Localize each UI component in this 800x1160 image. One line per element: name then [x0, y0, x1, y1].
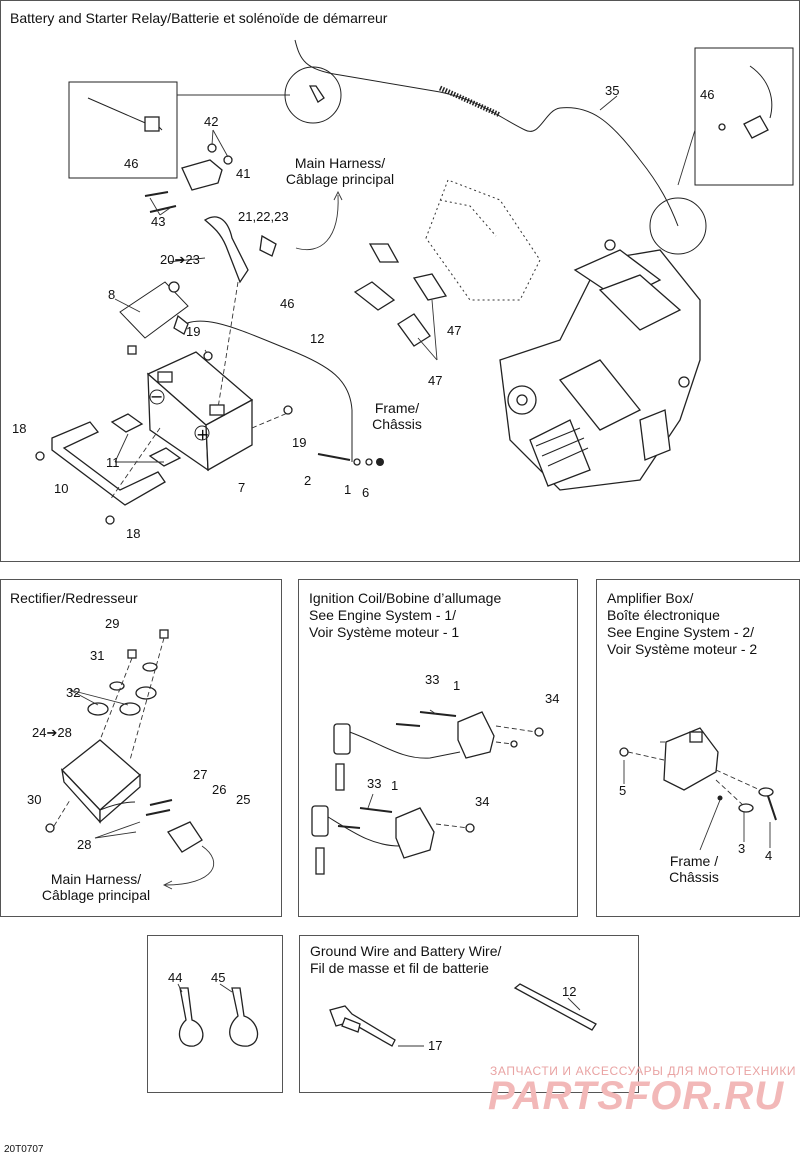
spark-plug-cap-upper	[343, 729, 461, 759]
frame-label-battery: Frame/ Châssis	[372, 400, 422, 432]
svg-text:−: −	[150, 387, 163, 406]
callout-2: 2	[304, 473, 312, 488]
ignition-panel-title: Ignition Coil/Bobine d’allumage See Engi…	[309, 590, 502, 640]
callout-25: 25	[236, 792, 251, 807]
spark-plug-cap-lower	[319, 811, 401, 847]
rectifier-panel: Rectifier/Redresseur	[0, 579, 282, 917]
connector-25	[167, 821, 203, 853]
callout-41: 41	[236, 166, 251, 181]
callout-33-upper: 33	[425, 672, 440, 687]
callout-42: 42	[204, 114, 219, 129]
cable-tie-45	[229, 987, 259, 1047]
callout-18-bottom: 18	[126, 526, 141, 541]
callout-29: 29	[105, 616, 120, 631]
callout-1-lower: 1	[391, 778, 399, 793]
cable-tie-44	[178, 987, 204, 1047]
starter-relay-41	[181, 159, 223, 191]
battery-wire-12	[513, 983, 597, 1031]
callout-1: 1	[344, 482, 352, 497]
battery-cable-12	[177, 320, 353, 462]
detail-circle-left	[284, 66, 342, 124]
callout-5: 5	[619, 783, 627, 798]
callout-19-right: 19	[292, 435, 307, 450]
engine-block	[499, 239, 701, 491]
frame-label-amplifier: Frame / Châssis	[669, 853, 719, 885]
watermark-logo: PARTSFOR.RU	[488, 1074, 785, 1118]
callout-18-left: 18	[12, 421, 27, 436]
callout-34-upper: 34	[545, 691, 560, 706]
terminal-inset-box	[694, 47, 794, 186]
callout-20-to-23: 20➔23	[160, 252, 200, 267]
callout-21-22-23: 21,22,23	[238, 209, 289, 224]
callout-11: 11	[106, 455, 120, 470]
detail-circle-right	[649, 197, 707, 255]
callout-12-wire: 12	[562, 984, 577, 999]
battery-panel-title: Battery and Starter Relay/Batterie et so…	[10, 10, 388, 26]
callout-27: 27	[193, 767, 208, 782]
callout-46-bracket: 46	[280, 296, 295, 311]
callout-46-right-inset: 46	[700, 87, 715, 102]
callout-30: 30	[27, 792, 42, 807]
ignition-coil-upper	[457, 711, 495, 759]
starter-cable-35	[294, 39, 679, 227]
relay-inset-box	[68, 81, 178, 179]
ground-wire-panel: Ground Wire and Battery Wire/ Fil de mas…	[299, 935, 639, 1093]
callout-47-lower: 47	[428, 373, 443, 388]
ground-wire-17	[329, 1005, 396, 1047]
battery-7: − +	[146, 351, 254, 472]
ground-panel-title: Ground Wire and Battery Wire/ Fil de mas…	[310, 943, 502, 976]
callout-46-left-inset: 46	[124, 156, 139, 171]
callout-8: 8	[108, 287, 116, 302]
battery-tray-10	[51, 421, 166, 506]
rectifier-panel-title: Rectifier/Redresseur	[10, 590, 138, 606]
watermark-tagline: ЗАПЧАСТИ И АКСЕССУАРЫ ДЛЯ МОТОТЕХНИКИ	[490, 1064, 797, 1078]
callout-24-to-28: 24➔28	[32, 725, 72, 740]
amplifier-box	[663, 727, 719, 791]
callout-28: 28	[77, 837, 92, 852]
main-harness-label-rectifier: Main Harness/ Câblage principal	[41, 871, 151, 903]
callout-45: 45	[211, 970, 226, 985]
callout-32: 32	[66, 685, 81, 700]
diagram-code: 20T0707	[4, 1144, 44, 1155]
cable-ties-panel	[147, 935, 283, 1093]
callout-26: 26	[212, 782, 227, 797]
callout-34-lower: 34	[475, 794, 490, 809]
battery-panel-drawing: − +	[35, 39, 794, 525]
callout-6: 6	[362, 485, 370, 500]
main-harness-label: Main Harness/ Câblage principal	[285, 155, 395, 187]
relay-bracket	[203, 216, 249, 284]
callout-4: 4	[765, 848, 773, 863]
callout-43: 43	[151, 214, 166, 229]
callout-33-lower: 33	[367, 776, 382, 791]
callout-31: 31	[90, 648, 105, 663]
callout-10: 10	[54, 481, 69, 496]
callout-47-upper: 47	[447, 323, 462, 338]
callout-12: 12	[310, 331, 325, 346]
ignition-coil-lower	[395, 807, 435, 859]
callout-35: 35	[605, 83, 620, 98]
callout-3: 3	[738, 841, 746, 856]
callout-7: 7	[238, 480, 246, 495]
callout-44: 44	[168, 970, 183, 985]
callout-19-top: 19	[186, 324, 201, 339]
amplifier-panel-title: Amplifier Box/ Boîte électronique See En…	[607, 590, 758, 657]
ignition-coil-panel: Ignition Coil/Bobine d’allumage See Engi…	[298, 579, 578, 917]
callout-17: 17	[428, 1038, 443, 1053]
callout-1-upper: 1	[453, 678, 461, 693]
